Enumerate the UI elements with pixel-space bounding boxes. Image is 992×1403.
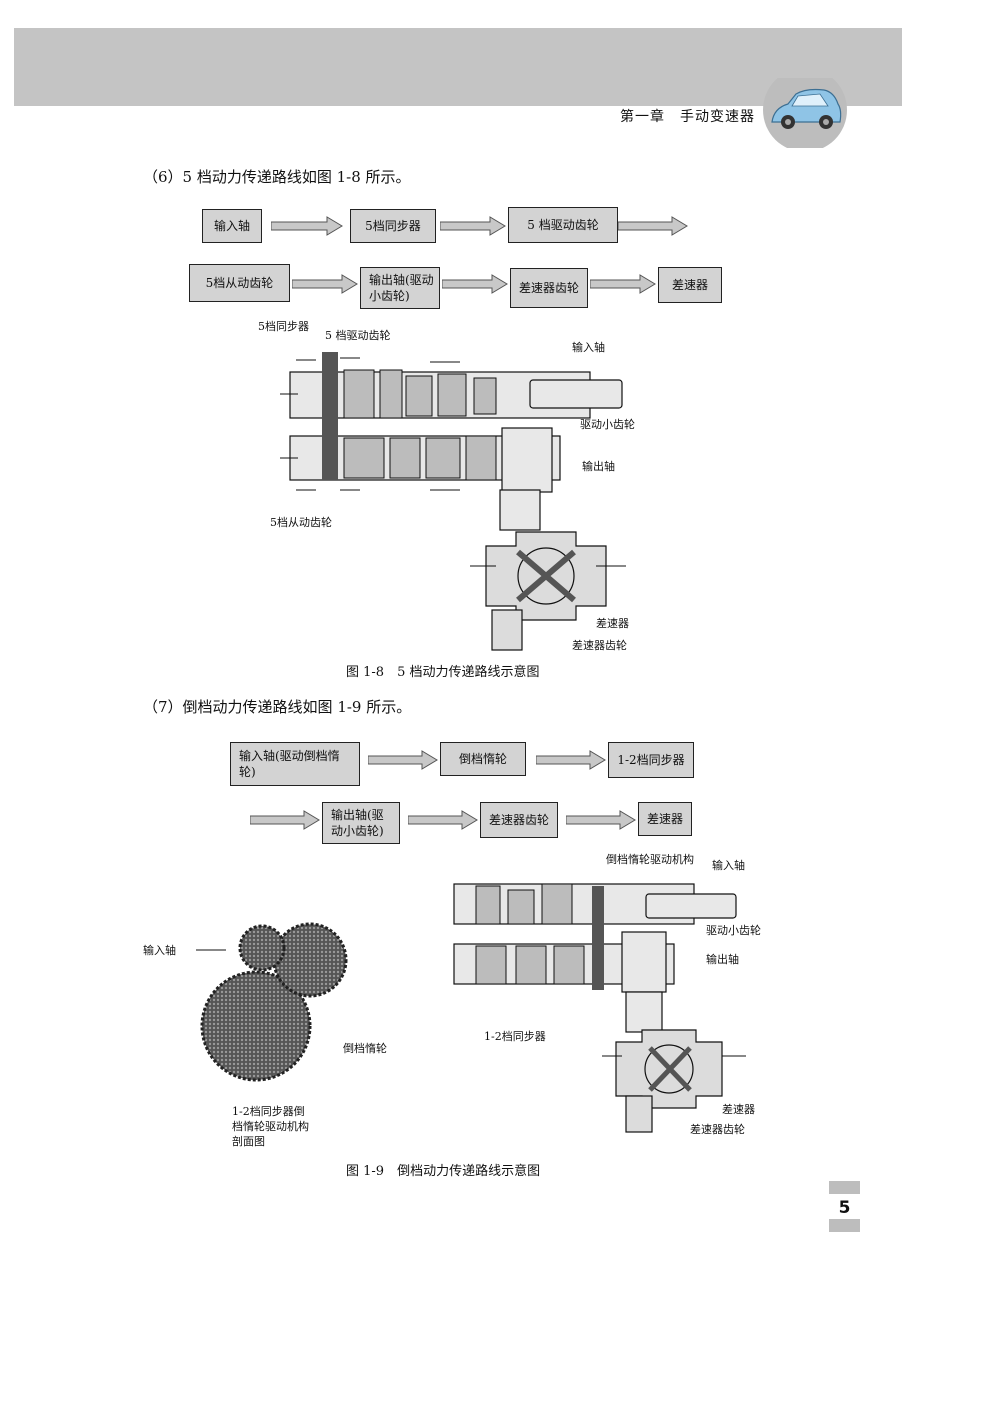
flow-box-output-shaft-r: 输出轴(驱动小齿轮) (322, 802, 400, 844)
label-drive5: 5 档驱动齿轮 (325, 329, 391, 342)
label-sync5: 5档同步器 (258, 320, 309, 333)
label-section-note: 1-2档同步器倒档惰轮驱动机构剖面图 (232, 1105, 309, 1148)
flow-arrow-icon (250, 810, 320, 830)
gear-cluster-icon (200, 922, 348, 1082)
label-input-shaft: 输入轴 (572, 341, 605, 354)
leader-line (196, 949, 226, 951)
label-diff-gear-r: 差速器齿轮 (690, 1123, 745, 1136)
car-badge-icon (763, 78, 847, 148)
section7-heading: （7）倒档动力传递路线如图 1-9 所示。 (143, 698, 412, 716)
flow-arrow-icon (442, 274, 508, 294)
flow-box-sync12: 1-2档同步器 (608, 742, 694, 778)
flow-box-driven5: 5档从动齿轮 (189, 264, 290, 302)
flow-box-differential-r: 差速器 (638, 802, 692, 836)
label-input-shaft-left: 输入轴 (143, 944, 176, 957)
page-number: 5 (838, 1198, 851, 1218)
flow-box-drive5: 5 档驱动齿轮 (508, 207, 618, 243)
label-idler-mech: 倒档惰轮驱动机构 (606, 853, 694, 866)
flow-box-input-idler: 输入轴(驱动倒档惰轮) (230, 742, 360, 786)
flow-arrow-icon (292, 274, 358, 294)
section6-heading: （6）5 档动力传递路线如图 1-8 所示。 (143, 168, 411, 186)
label-differential: 差速器 (596, 617, 629, 630)
label-driven5: 5档从动齿轮 (270, 516, 332, 529)
label-pinion-r: 驱动小齿轮 (706, 924, 761, 937)
label-pinion: 驱动小齿轮 (580, 418, 635, 431)
flow-arrow-icon (566, 810, 636, 830)
flow-box-diff-gear: 差速器齿轮 (510, 268, 588, 308)
gearbox-diagram-fig-1-8 (280, 352, 626, 651)
label-output-shaft: 输出轴 (582, 460, 615, 473)
label-diff-gear: 差速器齿轮 (572, 639, 627, 652)
label-sync12: 1-2档同步器 (484, 1030, 546, 1043)
gearbox-diagram-fig-1-9 (453, 883, 746, 1133)
figure-caption-1-9: 图 1-9 倒档动力传递路线示意图 (346, 1164, 541, 1179)
flow-arrow-icon (368, 750, 438, 770)
label-input-shaft-r: 输入轴 (712, 859, 745, 872)
page-number-bar-bottom (829, 1219, 860, 1232)
flow-arrow-icon (536, 750, 606, 770)
flow-arrow-icon (440, 216, 506, 236)
flow-box-output-shaft: 输出轴(驱动小齿轮) (360, 267, 440, 309)
flow-box-sync5: 5档同步器 (350, 209, 436, 243)
flow-arrow-icon (590, 274, 656, 294)
flow-box-idler: 倒档惰轮 (440, 742, 526, 776)
flow-box-diff-gear-r: 差速器齿轮 (480, 802, 558, 838)
flow-arrow-icon (618, 216, 688, 236)
label-idler: 倒档惰轮 (343, 1042, 387, 1055)
flow-arrow-icon (408, 810, 478, 830)
header-band (14, 28, 902, 106)
figure-caption-1-8: 图 1-8 5 档动力传递路线示意图 (346, 665, 540, 680)
flow-box-differential: 差速器 (658, 267, 722, 303)
page-number-bar-top (829, 1181, 860, 1194)
flow-box-input-shaft: 输入轴 (202, 209, 262, 243)
chapter-title: 第一章 手动变速器 (620, 109, 755, 125)
label-output-shaft-r: 输出轴 (706, 953, 739, 966)
flow-arrow-icon (271, 216, 343, 236)
label-differential-r: 差速器 (722, 1103, 755, 1116)
